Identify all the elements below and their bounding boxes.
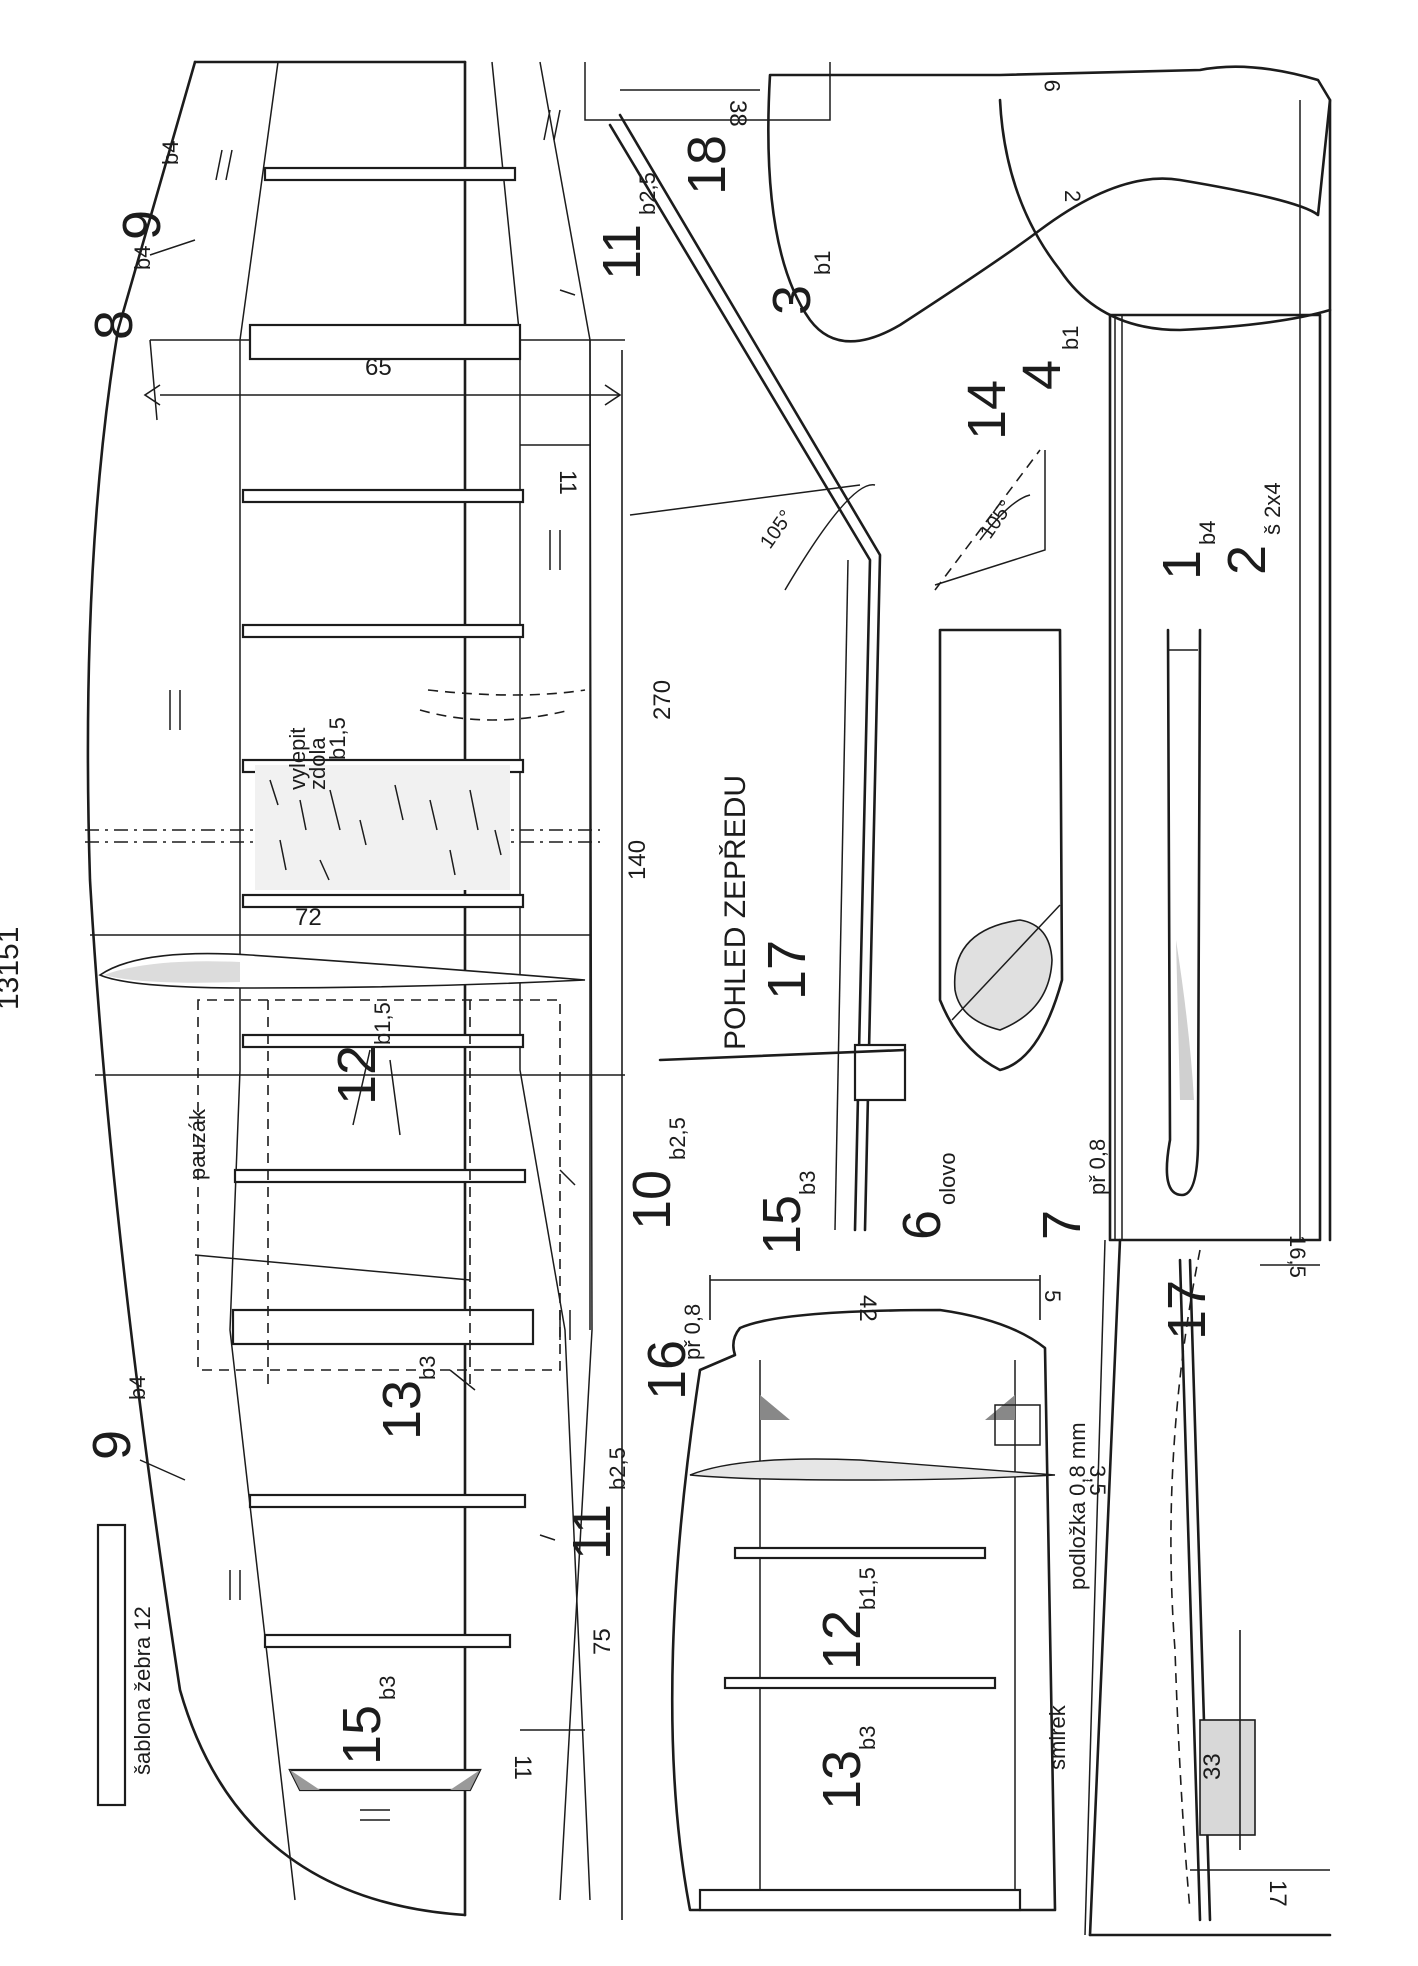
wing-rib: [241, 1033, 525, 1049]
part12-wing-label: 12: [327, 1045, 387, 1105]
wing-rib: [241, 893, 525, 909]
svg-text:b3: b3: [795, 1171, 820, 1195]
side-note: 13151: [0, 927, 25, 1010]
svg-text:olovo: olovo: [935, 1152, 960, 1205]
part13-tail-label: 13: [812, 1750, 872, 1810]
pauzak-outline: [197, 999, 561, 1371]
part12-tail-label: 12: [812, 1610, 872, 1670]
svg-text:b2,5: b2,5: [635, 172, 660, 215]
part8-label: 8: [84, 310, 144, 340]
svg-text:b4: b4: [130, 246, 155, 270]
dim-2: 2: [1060, 190, 1085, 202]
wing-panel: [85, 60, 625, 1920]
part9-top-label: 9: [112, 210, 172, 240]
podlozka-label: podložka 0,8 mm: [1065, 1422, 1090, 1590]
svg-text:b1: b1: [1058, 326, 1083, 350]
dim-270: 270: [649, 680, 676, 720]
part1-label: 1: [1152, 550, 1212, 580]
wing-rib: [263, 166, 517, 182]
part14-label: 14: [957, 380, 1017, 440]
wing-rib: [241, 623, 525, 639]
part2-label: 2: [1217, 545, 1277, 575]
svg-text:š 2x4: š 2x4: [1260, 482, 1285, 535]
vylepit-label: vylepit: [285, 728, 310, 790]
fin-block: [853, 1043, 907, 1102]
view-label: POHLED ZEPŘEDU: [719, 775, 752, 1050]
wing-rib-root: [248, 323, 522, 361]
dim-9: 9: [1040, 80, 1065, 92]
dim-17: 17: [1264, 1880, 1291, 1907]
part9-bottom-label: 9: [82, 1430, 142, 1460]
wing-rib: [233, 1168, 527, 1184]
part18-label: 18: [677, 135, 737, 195]
svg-text:b4: b4: [158, 141, 183, 165]
sheeted-centre-area: [255, 765, 510, 890]
svg-text:b1,5: b1,5: [325, 717, 350, 760]
svg-text:b3: b3: [415, 1356, 440, 1380]
dim-38: 38: [724, 100, 751, 127]
wing-rib-joiner: [231, 1308, 535, 1346]
smirek-label: smirek: [1045, 1704, 1070, 1770]
dim-65: 65: [365, 354, 392, 381]
dim-3-5: 3,5: [1085, 1465, 1110, 1496]
lead-ballast: [953, 919, 1053, 1031]
tail-rib: [723, 1676, 997, 1690]
part6-label: 6: [892, 1210, 952, 1240]
svg-text:b2,5: b2,5: [605, 1447, 630, 1490]
svg-text:b3: b3: [855, 1726, 880, 1750]
svg-text:př 0,8: př 0,8: [680, 1304, 705, 1360]
pauzak-label: pauzák: [185, 1108, 210, 1180]
hatched-block-33: [1199, 1719, 1256, 1836]
svg-text:b1: b1: [810, 251, 835, 275]
svg-text:b1,5: b1,5: [370, 1002, 395, 1045]
tailplane-section: [767, 65, 1332, 1937]
dim-72: 72: [295, 904, 322, 931]
svg-text:b1,5: b1,5: [855, 1567, 880, 1610]
tail-root-rib: [698, 1888, 1022, 1912]
dim-33: 33: [1199, 1753, 1226, 1780]
tail-rib: [733, 1546, 987, 1560]
front-view: [584, 62, 907, 1232]
part15-tail-label: 15: [752, 1195, 812, 1255]
dim-11-top: 11: [554, 470, 581, 495]
fuselage-rear: [1170, 1249, 1330, 1922]
part16-label: 16: [637, 1340, 697, 1400]
svg-text:b3: b3: [375, 1676, 400, 1700]
part4-label: 4: [1012, 360, 1072, 390]
part3-label: 3: [762, 285, 822, 315]
svg-text:b4: b4: [125, 1376, 150, 1400]
part15-wing-label: 15: [332, 1705, 392, 1765]
part17-view-label: 17: [757, 940, 817, 1000]
rib-template-strip: [96, 1523, 127, 1807]
dim-5: 5: [1040, 1290, 1065, 1302]
svg-text:zdola: zdola: [305, 737, 330, 790]
part10-label: 10: [622, 1170, 682, 1230]
wing-rib: [248, 1493, 527, 1509]
part7-label: 7: [1032, 1210, 1092, 1240]
part11-top-label: 11: [592, 224, 652, 280]
svg-text:b4: b4: [1195, 521, 1220, 545]
template-label: šablona žebra 12: [130, 1606, 155, 1775]
part11-bottom-label: 11: [562, 1504, 622, 1560]
svg-text:b2,5: b2,5: [665, 1117, 690, 1160]
wing-rib: [241, 488, 525, 504]
dim-16-5: 16,5: [1285, 1235, 1310, 1278]
tailplane-planform: [670, 1275, 1057, 1912]
part17-fus-label: 17: [1157, 1280, 1217, 1340]
dim-42: 42: [854, 1295, 881, 1322]
wing-rib: [263, 1633, 512, 1649]
part13-wing-label: 13: [372, 1380, 432, 1440]
dim-11-bottom: 11: [509, 1755, 536, 1780]
dim-105-a: 105°: [756, 506, 798, 553]
dim-140: 140: [624, 840, 651, 880]
svg-text:př 0,8: př 0,8: [1085, 1139, 1110, 1195]
dim-75: 75: [589, 1628, 616, 1655]
tail-airfoil-section: [689, 1458, 1056, 1481]
